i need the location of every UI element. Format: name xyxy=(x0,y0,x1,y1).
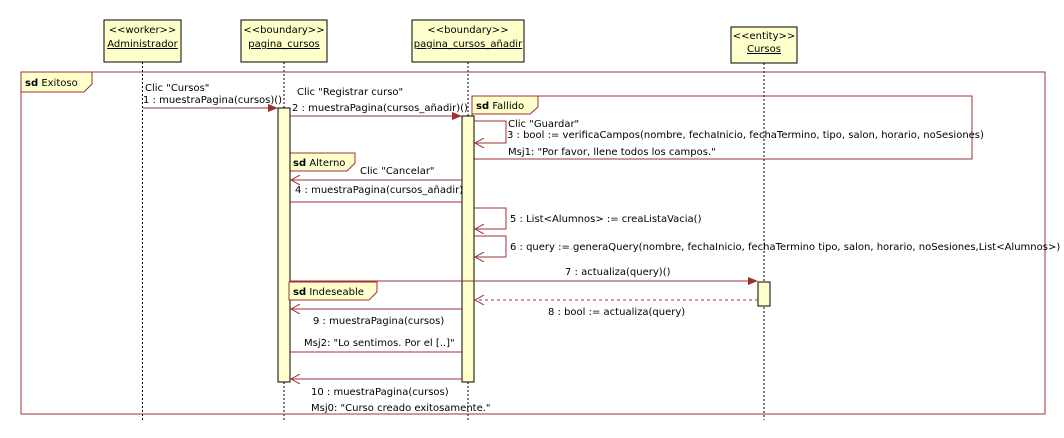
message-label: Clic "Guardar" xyxy=(508,119,579,130)
message-arrow xyxy=(474,120,507,143)
message-label: 4 : muestraPagina(cursos_añadir) xyxy=(295,185,463,196)
activation-cursos xyxy=(757,281,771,307)
message-2[interactable]: Clic "Registrar curso" 2 : muestraPagina… xyxy=(290,87,468,120)
participant-box xyxy=(730,26,798,64)
participant-name: pagina_cursos_añadir xyxy=(414,39,523,50)
activation-pagina-cursos-anadir xyxy=(461,115,475,383)
frame-name: Fallido xyxy=(492,101,524,112)
message-6[interactable]: 6 : query := generaQuery(nombre, fechaIn… xyxy=(474,235,1060,257)
participant-stereotype: <<boundary>> xyxy=(243,25,324,36)
activations xyxy=(277,107,771,383)
message-5[interactable]: 5 : List<Alumnos> := creaListaVacia() xyxy=(474,207,702,229)
frame-fallido: sd Fallido xyxy=(471,95,973,160)
lifelines xyxy=(142,62,765,420)
frame-keyword: sd xyxy=(476,101,489,112)
frame-border xyxy=(20,71,1046,415)
message-msj2[interactable]: Msj2: "Lo sentimos. Por el [..]" xyxy=(290,338,462,353)
frame-keyword: sd xyxy=(293,287,306,298)
frame-tab xyxy=(20,71,93,93)
frame-label: sd Exitoso xyxy=(25,78,78,89)
participant-box xyxy=(103,19,182,63)
participant-name: pagina_cursos xyxy=(248,39,320,50)
messages: Clic "Cursos" 1 : muestraPagina(cursos)(… xyxy=(143,83,1060,414)
participant-stereotype: <<boundary>> xyxy=(427,25,508,36)
participant-administrador[interactable]: <<worker>> Administrador xyxy=(103,19,182,63)
participant-stereotype: <<entity>> xyxy=(733,31,796,42)
message-cancelar[interactable]: Clic "Cancelar" xyxy=(291,166,462,180)
frame-keyword: sd xyxy=(293,158,306,169)
message-label: 1 : muestraPagina(cursos)() xyxy=(143,95,282,106)
frame-name: Indeseable xyxy=(309,287,364,298)
message-8[interactable]: 8 : bool := actualiza(query) xyxy=(475,300,758,318)
participant-name: Administrador xyxy=(107,39,178,50)
message-3[interactable]: Clic "Guardar" 3 : bool := verificaCampo… xyxy=(474,119,984,158)
frame-exitoso: sd Exitoso xyxy=(20,71,1046,415)
message-label: 2 : muestraPagina(cursos_añadir)() xyxy=(292,103,468,114)
message-label: Clic "Cancelar" xyxy=(360,166,435,177)
message-arrow xyxy=(474,207,507,229)
activation-pagina-cursos xyxy=(277,107,291,383)
participant-pagina-cursos[interactable]: <<boundary>> pagina_cursos xyxy=(240,19,328,63)
message-label: 9 : muestraPagina(cursos) xyxy=(313,316,444,327)
frame-label: sd Alterno xyxy=(293,158,345,169)
message-label: 8 : bool := actualiza(query) xyxy=(548,307,685,318)
participant-name: Cursos xyxy=(747,44,781,55)
message-label: Msj0: "Curso creado exitosamente." xyxy=(311,403,491,414)
frame-name: Exitoso xyxy=(41,78,77,89)
participant-box xyxy=(411,19,525,63)
message-10[interactable]: 10 : muestraPagina(cursos) Msj0: "Curso … xyxy=(291,379,491,414)
message-label: Msj1: "Por favor, llene todos los campos… xyxy=(508,147,716,158)
frame-name: Alterno xyxy=(309,158,345,169)
message-label: Msj2: "Lo sentimos. Por el [..]" xyxy=(304,338,455,349)
message-7[interactable]: 7 : actualiza(query)() xyxy=(290,267,758,285)
message-1[interactable]: Clic "Cursos" 1 : muestraPagina(cursos)(… xyxy=(143,83,282,112)
message-label: 5 : List<Alumnos> := creaListaVacia() xyxy=(510,214,702,225)
participant-box xyxy=(240,19,328,63)
message-arrow xyxy=(474,235,507,257)
message-9[interactable]: 9 : muestraPagina(cursos) xyxy=(291,309,462,327)
message-label: Clic "Registrar curso" xyxy=(297,87,403,98)
message-label: 10 : muestraPagina(cursos) xyxy=(311,387,449,398)
message-label: 3 : bool := verificaCampos(nombre, fecha… xyxy=(507,130,984,141)
message-label: 6 : query := generaQuery(nombre, fechaIn… xyxy=(510,242,1060,253)
participant-stereotype: <<worker>> xyxy=(109,25,177,36)
message-label: 7 : actualiza(query)() xyxy=(565,267,671,278)
message-4[interactable]: 4 : muestraPagina(cursos_añadir) xyxy=(290,185,463,203)
frame-label: sd Indeseable xyxy=(293,287,364,298)
frame-indeseable: sd Indeseable xyxy=(288,281,378,301)
frame-tab xyxy=(471,95,539,115)
frame-alterno: sd Alterno xyxy=(288,152,356,172)
frame-keyword: sd xyxy=(25,78,38,89)
frame-tab xyxy=(288,281,378,301)
frame-label: sd Fallido xyxy=(476,101,524,112)
message-label: Clic "Cursos" xyxy=(145,83,209,94)
participant-pagina-cursos-anadir[interactable]: <<boundary>> pagina_cursos_añadir xyxy=(411,19,525,63)
participant-cursos[interactable]: <<entity>> Cursos xyxy=(730,26,798,64)
